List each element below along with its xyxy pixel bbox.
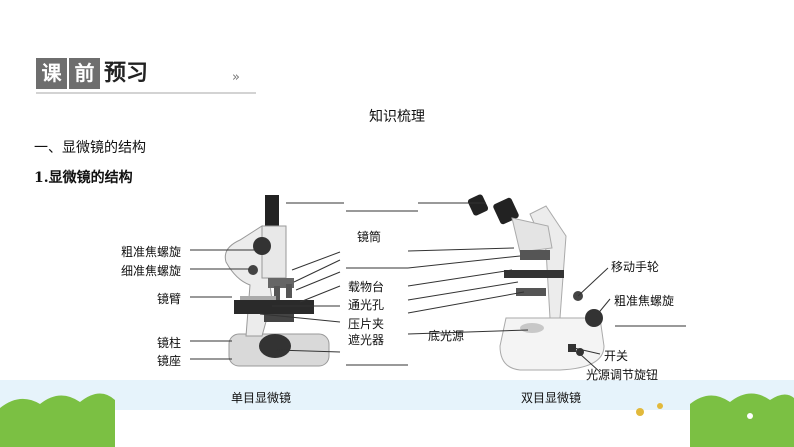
- monocular-microscope: [225, 195, 329, 366]
- label-bino-mover: 移动手轮: [611, 258, 659, 275]
- caption-bino: 双目显微镜: [521, 389, 581, 406]
- bino-nosepiece: [520, 250, 550, 260]
- label-mono-fine-focus: 细准焦螺旋: [121, 262, 181, 279]
- bino-eyepiece: [467, 193, 489, 216]
- mono-mirror: [259, 334, 291, 358]
- label-mono-arm: 镜臂: [157, 290, 181, 307]
- label-mono-hole: 通光孔: [348, 296, 384, 313]
- mono-eyepiece: [265, 195, 279, 229]
- label-bino-light: 底光源: [428, 327, 464, 344]
- label-mono-clip: 压片夹: [348, 315, 384, 332]
- label-mono-diaphragm: 遮光器: [348, 331, 384, 348]
- mono-fine-knob: [248, 265, 258, 275]
- label-mono-pillar: 镜柱: [157, 334, 181, 351]
- mono-objective: [286, 284, 292, 298]
- mono-stage: [234, 300, 314, 314]
- label-bino-switch: 开关: [604, 347, 628, 364]
- label-mono-tube: 镜筒: [357, 228, 381, 245]
- label-bino-knob: 光源调节旋钮: [586, 366, 658, 383]
- label-mono-base: 镜座: [157, 352, 181, 369]
- label-mono-stage: 载物台: [348, 278, 384, 295]
- binocular-microscope: [467, 193, 604, 370]
- bino-light: [520, 323, 544, 333]
- label-mono-coarse-focus: 粗准焦螺旋: [121, 243, 181, 260]
- bino-coarse-knob: [585, 309, 603, 327]
- mono-clip: [240, 296, 276, 300]
- mono-coarse-knob: [253, 237, 271, 255]
- bino-stage: [504, 270, 564, 278]
- label-bino-coarse-focus: 粗准焦螺旋: [614, 292, 674, 309]
- caption-mono: 单目显微镜: [231, 389, 291, 406]
- bino-condenser: [516, 288, 546, 296]
